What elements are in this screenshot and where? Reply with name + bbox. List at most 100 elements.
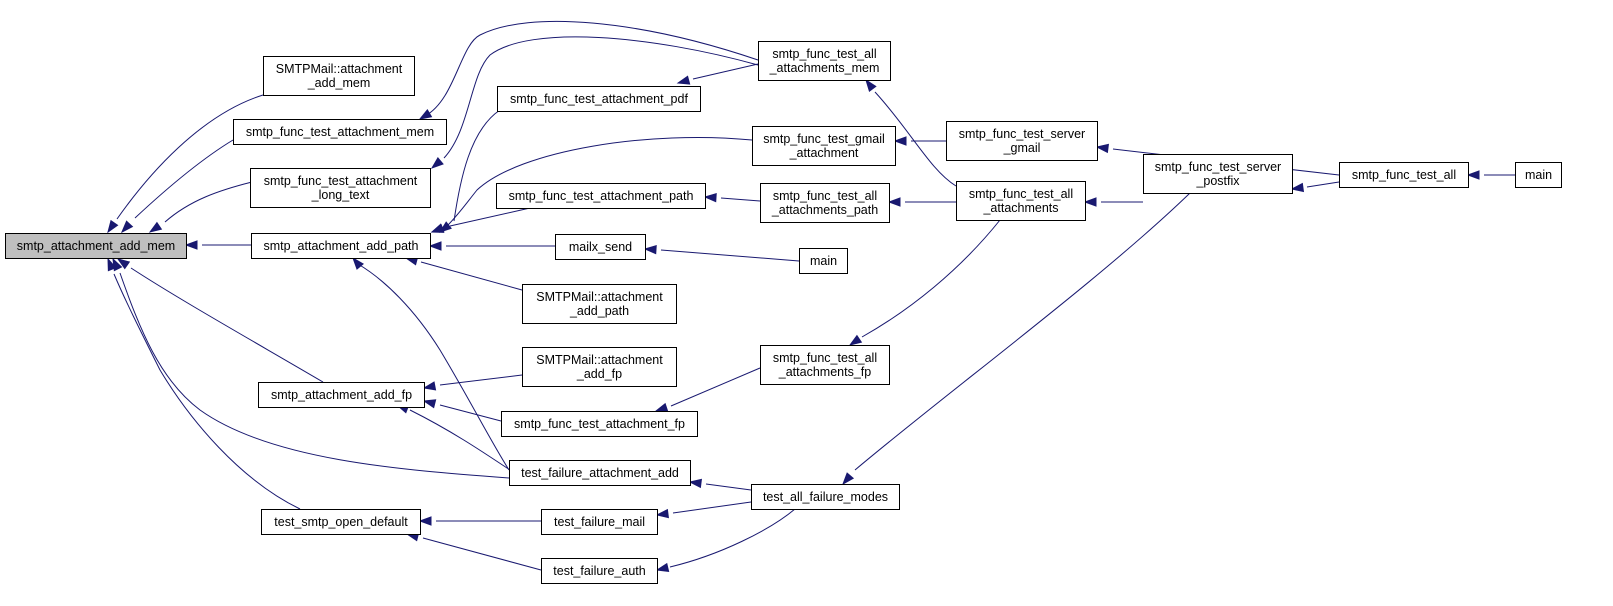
arrowhead-icon: [655, 562, 670, 573]
edge-line: [422, 537, 542, 571]
node-box: [1339, 162, 1469, 188]
node-label: smtp_func_test_all: [773, 351, 877, 365]
call-edge: [422, 399, 502, 422]
function-node[interactable]: smtp_func_test_attachment_pdf: [497, 86, 701, 112]
call-edge: [654, 367, 761, 412]
node-box: [522, 347, 677, 387]
call-edge: [430, 207, 531, 233]
arrowhead-icon: [418, 109, 433, 120]
nodes-layer: smtp_attachment_add_memSMTPMail::attachm…: [5, 41, 1562, 584]
arrowhead-icon: [184, 240, 198, 250]
node-box: [5, 233, 187, 259]
node-box: [1515, 162, 1562, 188]
call-edge: [430, 36, 759, 169]
function-node[interactable]: smtp_func_test_attachment_path: [496, 183, 706, 209]
edge-line: [705, 483, 752, 491]
function-node[interactable]: smtp_attachment_add_fp: [258, 382, 425, 408]
arrowhead-icon: [121, 220, 134, 234]
node-box: [758, 41, 891, 81]
edge-line: [692, 63, 759, 80]
edges-layer: [107, 20, 1515, 573]
arrowhead-icon: [1290, 182, 1305, 193]
arrowhead-icon: [107, 219, 119, 234]
function-node[interactable]: SMTPMail::attachment_add_mem: [263, 56, 415, 96]
node-label: _add_mem: [307, 76, 371, 90]
node-label: smtp_func_test_all: [1352, 168, 1456, 182]
call-edge: [688, 478, 752, 491]
call-edge: [107, 94, 264, 234]
function-node[interactable]: smtp_func_test_server_postfix: [1143, 154, 1293, 194]
node-label: _long_text: [311, 188, 370, 202]
function-node[interactable]: main: [1515, 162, 1562, 188]
node-box: [946, 121, 1098, 161]
arrowhead-icon: [703, 193, 717, 203]
function-node[interactable]: smtp_func_test_attachment_long_text: [250, 168, 431, 208]
node-label: _attachment: [789, 146, 859, 160]
arrowhead-icon: [422, 399, 437, 409]
function-node[interactable]: smtp_func_test_gmail_attachment: [752, 126, 896, 166]
node-box: [250, 168, 431, 208]
node-label: test_smtp_open_default: [274, 515, 408, 529]
node-label: test_all_failure_modes: [763, 490, 888, 504]
call-edge: [676, 63, 759, 85]
function-node[interactable]: SMTPMail::attachment_add_path: [522, 284, 677, 324]
function-node[interactable]: smtp_func_test_all_attachments: [956, 181, 1086, 221]
node-box: [501, 411, 698, 437]
edge-line: [453, 109, 501, 222]
function-node[interactable]: smtp_func_test_server_gmail: [946, 121, 1098, 161]
call-edge: [418, 20, 759, 120]
function-node[interactable]: test_failure_mail: [541, 509, 658, 535]
node-box: [496, 183, 706, 209]
call-edge: [116, 258, 324, 383]
node-box: [760, 183, 890, 223]
function-node[interactable]: main: [799, 248, 848, 274]
function-node[interactable]: test_smtp_open_default: [261, 509, 421, 535]
arrowhead-icon: [422, 381, 437, 391]
function-node[interactable]: smtp_func_test_all_attachments_fp: [760, 345, 890, 385]
function-node[interactable]: smtp_func_test_attachment_mem: [233, 119, 447, 145]
node-label: smtp_func_test_all: [773, 189, 877, 203]
function-node[interactable]: smtp_func_test_all_attachments_mem: [758, 41, 891, 81]
node-box: [956, 181, 1086, 221]
node-box: [522, 284, 677, 324]
node-label: smtp_attachment_add_fp: [271, 388, 412, 402]
arrowhead-icon: [430, 157, 444, 169]
node-label: test_failure_attachment_add: [521, 466, 679, 480]
edge-line: [439, 404, 502, 422]
arrowhead-icon: [1095, 143, 1109, 154]
root-node[interactable]: smtp_attachment_add_mem: [5, 233, 187, 259]
arrowhead-icon: [352, 256, 364, 270]
edge-line: [443, 36, 759, 159]
arrowhead-icon: [654, 402, 669, 412]
function-node[interactable]: smtp_attachment_add_path: [251, 233, 431, 259]
call-edge: [405, 532, 542, 571]
node-label: _postfix: [1195, 174, 1240, 188]
arrowhead-icon: [842, 472, 855, 486]
node-label: smtp_func_test_all: [772, 47, 876, 61]
function-node[interactable]: smtp_func_test_attachment_fp: [501, 411, 698, 437]
edge-line: [720, 197, 761, 202]
call-edge: [655, 508, 796, 573]
function-node[interactable]: test_failure_auth: [541, 558, 658, 584]
arrowhead-icon: [676, 75, 691, 85]
node-box: [799, 248, 848, 274]
node-box: [509, 460, 691, 486]
call-edge: [428, 241, 555, 251]
node-label: smtp_func_test_gmail: [763, 132, 885, 146]
function-node[interactable]: SMTPMail::attachment_add_fp: [522, 347, 677, 387]
edge-line: [119, 272, 510, 479]
node-label: main: [1525, 168, 1552, 182]
edge-line: [134, 139, 234, 219]
node-box: [258, 382, 425, 408]
node-label: _attachments_path: [771, 203, 878, 217]
function-node[interactable]: smtp_func_test_all: [1339, 162, 1469, 188]
function-node[interactable]: smtp_func_test_all_attachments_path: [760, 183, 890, 223]
function-node[interactable]: test_all_failure_modes: [751, 484, 900, 510]
function-node[interactable]: test_failure_attachment_add: [509, 460, 691, 486]
call-edge: [121, 139, 234, 234]
node-box: [251, 233, 431, 259]
function-node[interactable]: mailx_send: [555, 234, 646, 260]
node-box: [263, 56, 415, 96]
edge-line: [1306, 181, 1340, 188]
edge-line: [424, 20, 759, 117]
